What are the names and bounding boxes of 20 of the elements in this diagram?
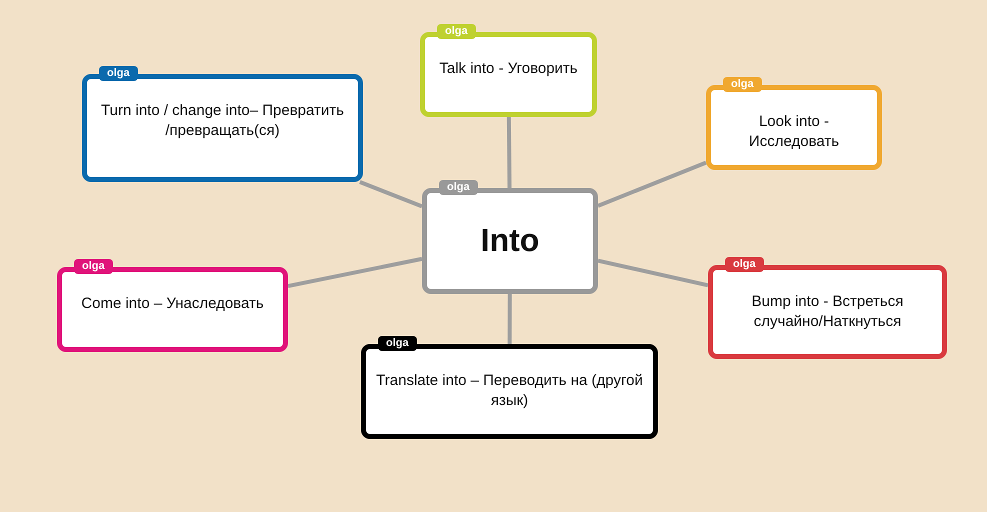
connector-line bbox=[597, 160, 707, 208]
author-tag: olga bbox=[74, 259, 113, 274]
connector-line bbox=[598, 258, 708, 288]
connector-line bbox=[508, 294, 512, 344]
topic-text: Turn into / change into– Превратить /превращать(ся) bbox=[100, 101, 345, 142]
author-tag: olga bbox=[725, 257, 764, 272]
topic-text: Look into - Исследовать bbox=[748, 112, 840, 152]
author-tag: olga bbox=[99, 66, 138, 81]
connector-line bbox=[359, 180, 423, 208]
topic-text: Talk into - Уговорить bbox=[439, 59, 578, 79]
author-tag: olga bbox=[378, 336, 417, 351]
author-tag: olga bbox=[439, 180, 478, 195]
topic-title: Into bbox=[480, 223, 540, 259]
author-tag: olga bbox=[437, 24, 476, 39]
topic-text: Bump into - Встреться случайно/Наткнуться bbox=[750, 292, 904, 332]
connector-line bbox=[288, 256, 422, 288]
topic-text: Translate into – Переводить на (другой язык) bbox=[376, 371, 643, 412]
connector-line bbox=[506, 116, 512, 188]
author-tag: olga bbox=[723, 77, 762, 92]
topic-text: Come into – Унаследовать bbox=[81, 294, 264, 314]
